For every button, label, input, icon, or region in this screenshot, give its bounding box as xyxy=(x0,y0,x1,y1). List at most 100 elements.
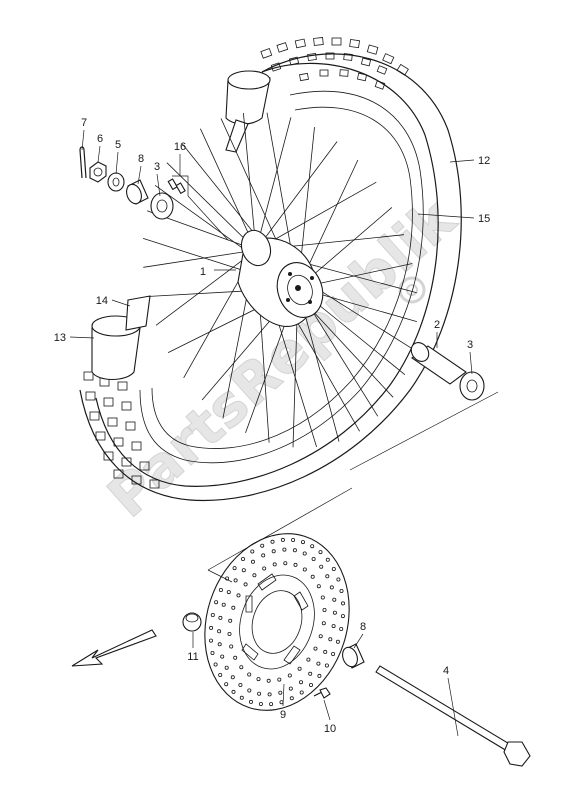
drill-hole xyxy=(291,538,296,543)
drill-hole xyxy=(241,568,246,573)
spacer-lower[interactable] xyxy=(340,643,365,669)
drill-hole xyxy=(228,618,233,623)
spoke xyxy=(200,128,257,251)
callout-6: 6 xyxy=(97,133,103,145)
drill-hole xyxy=(256,677,261,682)
spoke xyxy=(155,249,257,326)
callout-1: 1 xyxy=(200,266,206,278)
drill-hole xyxy=(260,543,265,548)
drill-hole xyxy=(293,562,298,567)
drill-hole xyxy=(229,644,234,649)
drill-hole xyxy=(233,578,238,583)
callout-15: 15 xyxy=(478,213,490,225)
drill-hole xyxy=(224,665,229,670)
drill-hole xyxy=(331,567,336,572)
callout-12: 12 xyxy=(478,155,490,167)
drill-hole xyxy=(213,662,218,667)
drill-hole xyxy=(252,573,257,578)
spoke xyxy=(243,112,257,251)
drill-hole xyxy=(239,695,244,700)
drill-hole xyxy=(331,652,336,657)
drill-hole xyxy=(292,548,297,553)
callout-14: 14 xyxy=(96,295,108,307)
rim-band[interactable] xyxy=(125,295,151,331)
drill-hole xyxy=(214,600,219,605)
drill-hole xyxy=(340,601,345,606)
callout-10: 10 xyxy=(324,723,336,735)
bearing-right[interactable] xyxy=(459,371,485,401)
drill-hole xyxy=(323,649,328,654)
drill-hole xyxy=(335,639,340,644)
drill-hole xyxy=(217,642,222,647)
drill-hole xyxy=(231,689,236,694)
washer[interactable] xyxy=(107,172,125,192)
drill-hole xyxy=(266,678,271,683)
callout-8-bottom: 8 xyxy=(360,621,366,633)
drill-hole xyxy=(329,585,334,590)
drill-hole xyxy=(231,605,236,610)
drill-hole xyxy=(325,574,330,579)
spoke xyxy=(143,249,257,268)
spacer-right[interactable] xyxy=(408,339,467,385)
drill-hole xyxy=(278,690,283,695)
drill-hole xyxy=(298,680,303,685)
drill-hole xyxy=(300,540,305,545)
rim-inner-edge xyxy=(151,106,413,449)
drill-hole xyxy=(321,621,326,626)
drill-hole xyxy=(280,537,285,542)
drill-hole xyxy=(340,614,345,619)
drill-hole xyxy=(267,692,272,697)
drill-hole xyxy=(331,624,336,629)
callout-4: 4 xyxy=(443,665,449,677)
rim-outer-edge xyxy=(139,90,424,464)
drill-hole xyxy=(310,544,315,549)
callout-5: 5 xyxy=(115,139,121,151)
drill-hole xyxy=(320,595,325,600)
drill-hole xyxy=(209,625,214,630)
disc-bolt[interactable] xyxy=(313,687,331,699)
drill-hole xyxy=(299,690,304,695)
drill-hole xyxy=(208,638,213,643)
callout-8-top: 8 xyxy=(138,153,144,165)
axle-nut[interactable] xyxy=(89,161,107,183)
drill-hole xyxy=(262,566,267,571)
spacer-left[interactable] xyxy=(124,179,149,206)
drill-hole xyxy=(272,562,277,567)
drill-hole xyxy=(313,646,318,651)
drill-hole xyxy=(319,564,324,569)
drill-hole xyxy=(316,661,321,666)
brake-disc[interactable] xyxy=(183,515,372,729)
spoke-nipples[interactable] xyxy=(167,178,186,195)
drill-hole xyxy=(217,629,222,634)
drill-hole xyxy=(288,686,293,691)
drill-hole xyxy=(339,589,344,594)
drill-hole xyxy=(324,663,329,668)
hub[interactable] xyxy=(237,226,331,327)
drill-hole xyxy=(239,665,244,670)
drill-hole xyxy=(220,654,225,659)
callout-3-right: 3 xyxy=(467,339,473,351)
drill-hole xyxy=(247,672,252,677)
tire[interactable] xyxy=(79,37,462,502)
callout-2: 2 xyxy=(434,319,440,331)
drill-hole xyxy=(250,549,255,554)
callout-7: 7 xyxy=(81,117,87,129)
inner-tube[interactable] xyxy=(91,70,271,381)
drill-hole xyxy=(311,557,316,562)
drill-hole xyxy=(250,559,255,564)
bearing-left[interactable] xyxy=(150,192,174,220)
front-axle[interactable] xyxy=(375,665,531,767)
cotter-pin[interactable] xyxy=(79,146,87,179)
drill-hole xyxy=(332,610,337,615)
drill-hole xyxy=(238,683,243,688)
spoke xyxy=(255,141,338,251)
assembly-line-right xyxy=(349,391,499,471)
drill-hole xyxy=(271,549,276,554)
drill-hole xyxy=(297,666,302,671)
drill-hole xyxy=(248,699,253,704)
collar[interactable] xyxy=(182,612,202,632)
callout-9: 9 xyxy=(280,709,286,721)
drill-hole xyxy=(277,677,282,682)
drill-hole xyxy=(289,696,294,701)
